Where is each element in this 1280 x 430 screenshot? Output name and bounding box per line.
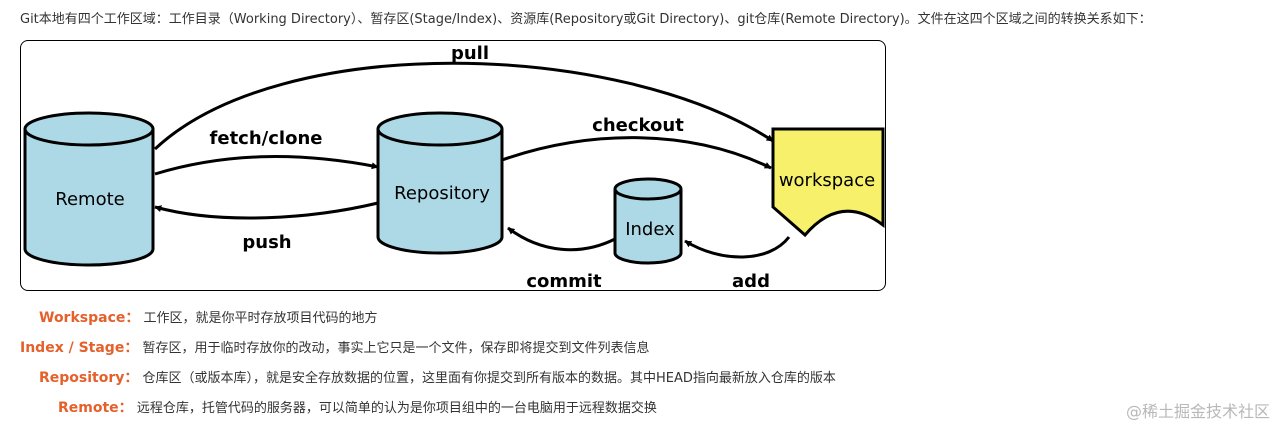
definition-desc: 远程仓库，托管代码的服务器，可以简单的认为是你项目组中的一台电脑用于远程数据交换 [136, 401, 657, 416]
definition-term: Remote： [58, 400, 133, 416]
push-label: push [242, 232, 291, 253]
remote-cylinder: Remote [23, 111, 155, 267]
definition-desc: 工作区，就是你平时存放项目代码的地方 [143, 311, 378, 326]
definition-term: Repository： [39, 370, 139, 386]
definition-desc: 暂存区，用于临时存放你的改动，事实上它只是一个文件，保存即将提交到文件列表信息 [142, 341, 650, 356]
index-cylinder: Index [613, 177, 683, 265]
definition-term: Index / Stage： [20, 340, 139, 356]
commit-label: commit [526, 271, 602, 291]
index-label: Index [625, 219, 675, 240]
definition-remote: Remote： 远程仓库，托管代码的服务器，可以简单的认为是你项目组中的一台电脑… [58, 399, 657, 418]
definition-workspace: Workspace： 工作区，就是你平时存放项目代码的地方 [39, 309, 378, 328]
intro-text: Git本地有四个工作区域：工作目录（Working Directory）、暂存区… [20, 12, 1152, 27]
fetch-clone-arrow [154, 155, 379, 176]
definition-repository: Repository： 仓库区（或版本库），就是安全存放数据的位置，这里面有你提… [39, 369, 836, 388]
pull-arrow [153, 61, 774, 151]
repository-label: Repository [394, 183, 490, 204]
definition-term: Workspace： [39, 310, 140, 326]
remote-label: Remote [55, 189, 124, 210]
commit-arrow [507, 226, 616, 252]
git-workflow-diagram: Remote Repository Index workspace pull f… [20, 40, 886, 291]
add-label: add [732, 271, 770, 291]
watermark: @稀土掘金技术社区 [1125, 402, 1270, 421]
definition-desc: 仓库区（或版本库），就是安全存放数据的位置，这里面有你提交到所有版本的数据。其中… [142, 371, 836, 386]
workspace-document: workspace [771, 127, 885, 238]
checkout-label: checkout [592, 115, 684, 136]
workspace-label: workspace [779, 170, 875, 191]
repository-cylinder: Repository [376, 111, 504, 255]
add-arrow [684, 236, 791, 259]
checkout-arrow [501, 136, 772, 170]
pull-label: pull [451, 43, 489, 64]
definition-index-stage: Index / Stage： 暂存区，用于临时存放你的改动，事实上它只是一个文件… [20, 339, 649, 358]
push-arrow [154, 201, 379, 220]
fetch-clone-label: fetch/clone [210, 128, 323, 149]
